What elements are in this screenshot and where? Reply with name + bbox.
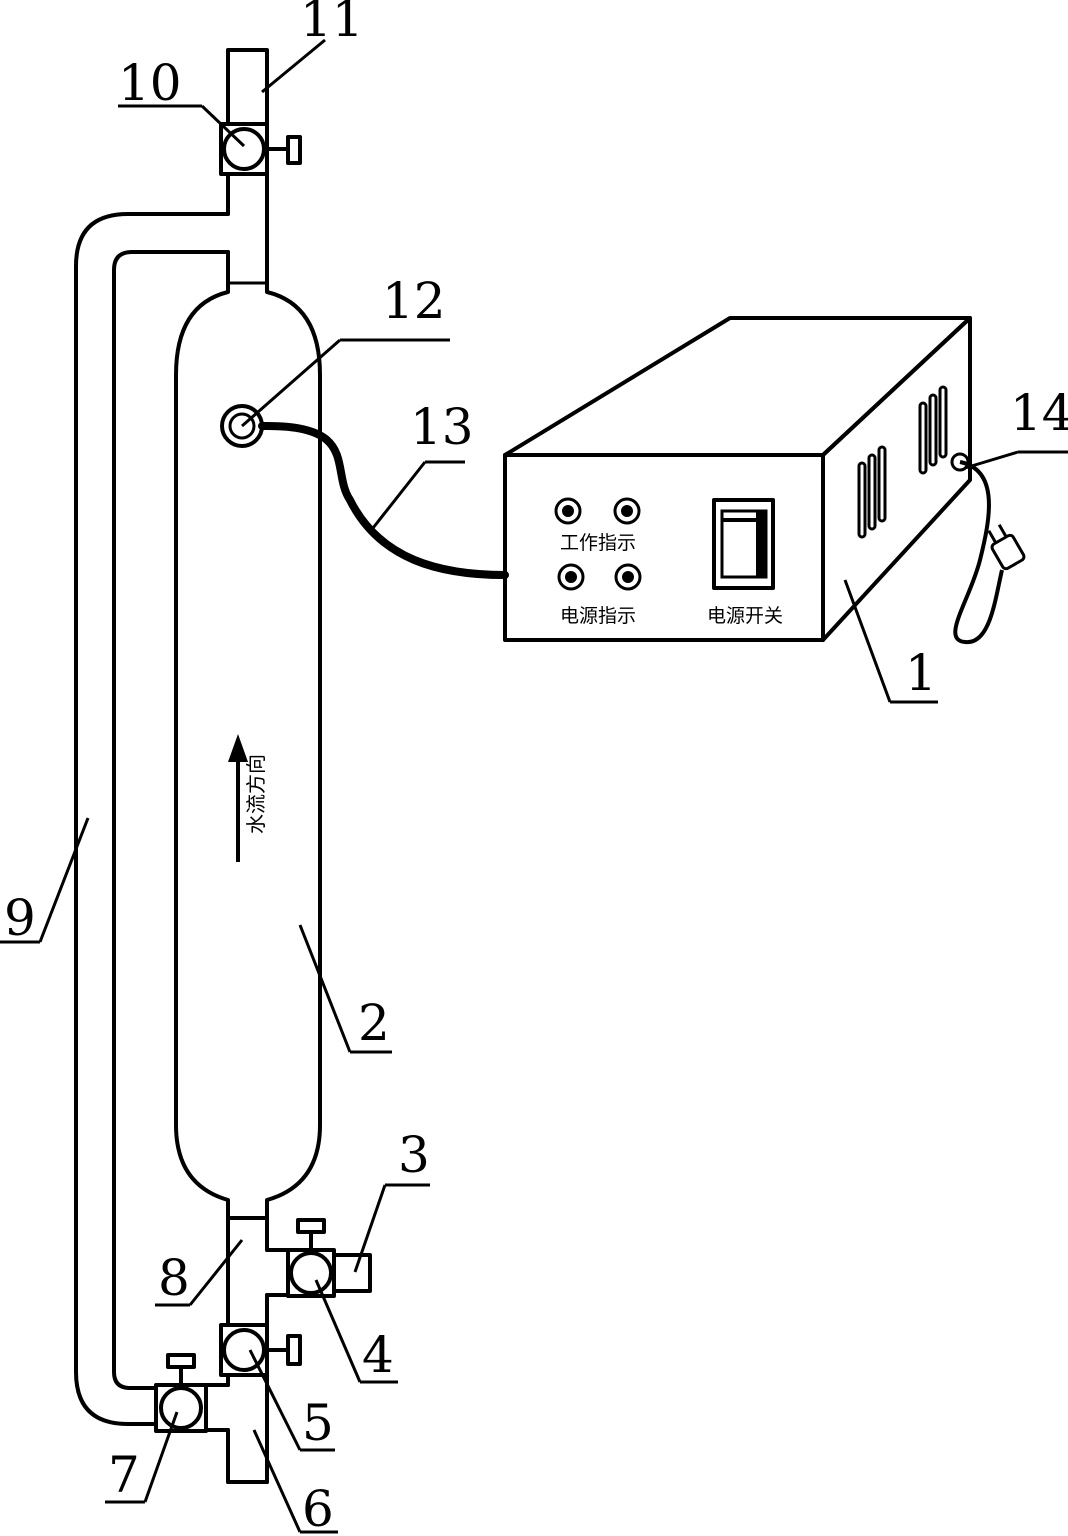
label-7: 7 — [108, 1446, 140, 1504]
label-12: 12 — [382, 272, 446, 330]
label-4: 4 — [362, 1326, 394, 1384]
label-1: 1 — [905, 644, 937, 702]
label-11: 11 — [300, 0, 364, 48]
power-switch-label: 电源开关 — [707, 605, 783, 627]
work-indicator-label: 工作指示 — [560, 532, 636, 554]
label-13: 13 — [410, 398, 474, 456]
vent-slots — [857, 385, 948, 539]
drain-outlet — [332, 1253, 372, 1293]
label-3: 3 — [398, 1126, 430, 1184]
power-indicator-lights — [557, 563, 642, 591]
flow-arrow — [228, 734, 248, 862]
control-box — [503, 316, 972, 642]
bypass-pipe — [74, 212, 230, 1426]
inlet-valve — [219, 1323, 302, 1377]
uv-reactor-vessel — [174, 281, 322, 1220]
drain-valve — [265, 1218, 336, 1298]
power-cord — [950, 452, 1004, 645]
label-2: 2 — [358, 994, 390, 1052]
label-6: 6 — [302, 1480, 334, 1536]
label-9: 9 — [4, 889, 36, 947]
flow-direction-label: 水流方向 — [244, 754, 268, 834]
label-5: 5 — [302, 1394, 334, 1452]
work-indicator-lights — [554, 497, 641, 525]
label-10: 10 — [118, 54, 182, 112]
bypass-valve — [154, 1353, 230, 1433]
inlet-pipe — [226, 1216, 269, 1484]
power-plug — [987, 524, 1026, 571]
cable — [258, 421, 509, 579]
label-14: 14 — [1010, 384, 1068, 442]
outlet-valve — [219, 122, 302, 176]
power-indicator-label: 电源指示 — [560, 605, 636, 627]
label-8: 8 — [158, 1249, 190, 1307]
power-switch — [712, 498, 775, 590]
leader-lines — [0, 38, 1068, 1534]
